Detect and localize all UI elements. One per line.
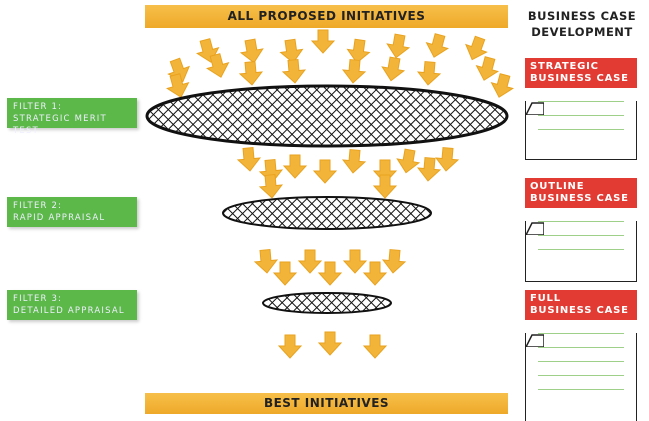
down-arrow-icon	[416, 157, 442, 182]
filter-2-name: RAPID APPRAISAL	[13, 213, 106, 223]
down-arrow-icon	[253, 249, 279, 274]
down-arrow-icon	[381, 56, 406, 82]
filter-2-ellipse	[222, 196, 432, 230]
card-3-title: FULL	[530, 293, 561, 304]
down-arrow-icon	[346, 38, 371, 64]
top-banner: ALL PROPOSED INITIATIVES	[145, 5, 508, 28]
down-arrow-icon	[416, 61, 442, 86]
down-arrow-icon	[165, 73, 190, 98]
filter-1-ellipse	[145, 84, 509, 148]
business-case-title: BUSINESS CASE DEVELOPMENT	[524, 8, 640, 40]
down-arrow-icon	[342, 249, 368, 274]
down-arrow-icon	[362, 334, 388, 359]
card-2-subtitle: BUSINESS CASE	[530, 193, 629, 204]
down-arrow-icon	[475, 56, 500, 81]
card-3-subtitle: BUSINESS CASE	[530, 305, 629, 316]
down-arrow-icon	[279, 38, 304, 64]
down-arrow-icon	[238, 61, 264, 86]
down-arrow-icon	[434, 147, 460, 172]
filter-1-label: FILTER 1: STRATEGIC MERIT TEST	[7, 98, 137, 136]
down-arrow-icon	[239, 38, 264, 64]
filter-3-title: FILTER 3:	[13, 294, 63, 304]
down-arrow-icon	[205, 53, 230, 78]
down-arrow-icon	[386, 33, 411, 59]
down-arrow-icon	[312, 159, 338, 184]
down-arrow-icon	[258, 159, 284, 184]
down-arrow-icon	[258, 174, 284, 199]
filter-2-title: FILTER 2:	[13, 201, 63, 211]
business-case-title-line1: BUSINESS CASE	[527, 9, 637, 23]
down-arrow-icon	[341, 59, 367, 84]
down-arrow-icon	[282, 154, 308, 179]
filter-1-name: STRATEGIC MERIT TEST	[13, 114, 107, 136]
filter-3-name: DETAILED APPRAISAL	[13, 306, 125, 316]
filter-1-title: FILTER 1:	[13, 102, 63, 112]
page-fold-icon	[526, 334, 544, 347]
down-arrow-icon	[281, 59, 307, 84]
down-arrow-icon	[277, 334, 303, 359]
down-arrow-icon	[341, 149, 367, 174]
filter-3-label: FILTER 3: DETAILED APPRAISAL	[7, 290, 137, 320]
down-arrow-icon	[310, 29, 336, 54]
down-arrow-icon	[317, 261, 343, 286]
down-arrow-icon	[362, 261, 388, 286]
down-arrow-icon	[236, 147, 262, 172]
down-arrow-icon	[272, 261, 298, 286]
business-case-title-line2: DEVELOPMENT	[531, 25, 633, 39]
bottom-banner: BEST INITIATIVES	[145, 393, 508, 414]
down-arrow-icon	[490, 73, 515, 98]
page-fold-icon	[526, 102, 544, 115]
filter-3-ellipse	[262, 292, 392, 314]
down-arrow-icon	[396, 148, 421, 174]
down-arrow-icon	[381, 249, 407, 274]
down-arrow-icon	[317, 331, 343, 356]
down-arrow-icon	[297, 249, 323, 274]
filter-2-label: FILTER 2: RAPID APPRAISAL	[7, 197, 137, 227]
card-1-title: STRATEGIC	[530, 61, 599, 72]
down-arrow-icon	[425, 33, 450, 58]
card-1-subtitle: BUSINESS CASE	[530, 73, 629, 84]
down-arrow-icon	[465, 35, 488, 61]
down-arrow-icon	[372, 174, 398, 199]
card-2-title: OUTLINE	[530, 181, 585, 192]
page-fold-icon	[526, 222, 544, 235]
